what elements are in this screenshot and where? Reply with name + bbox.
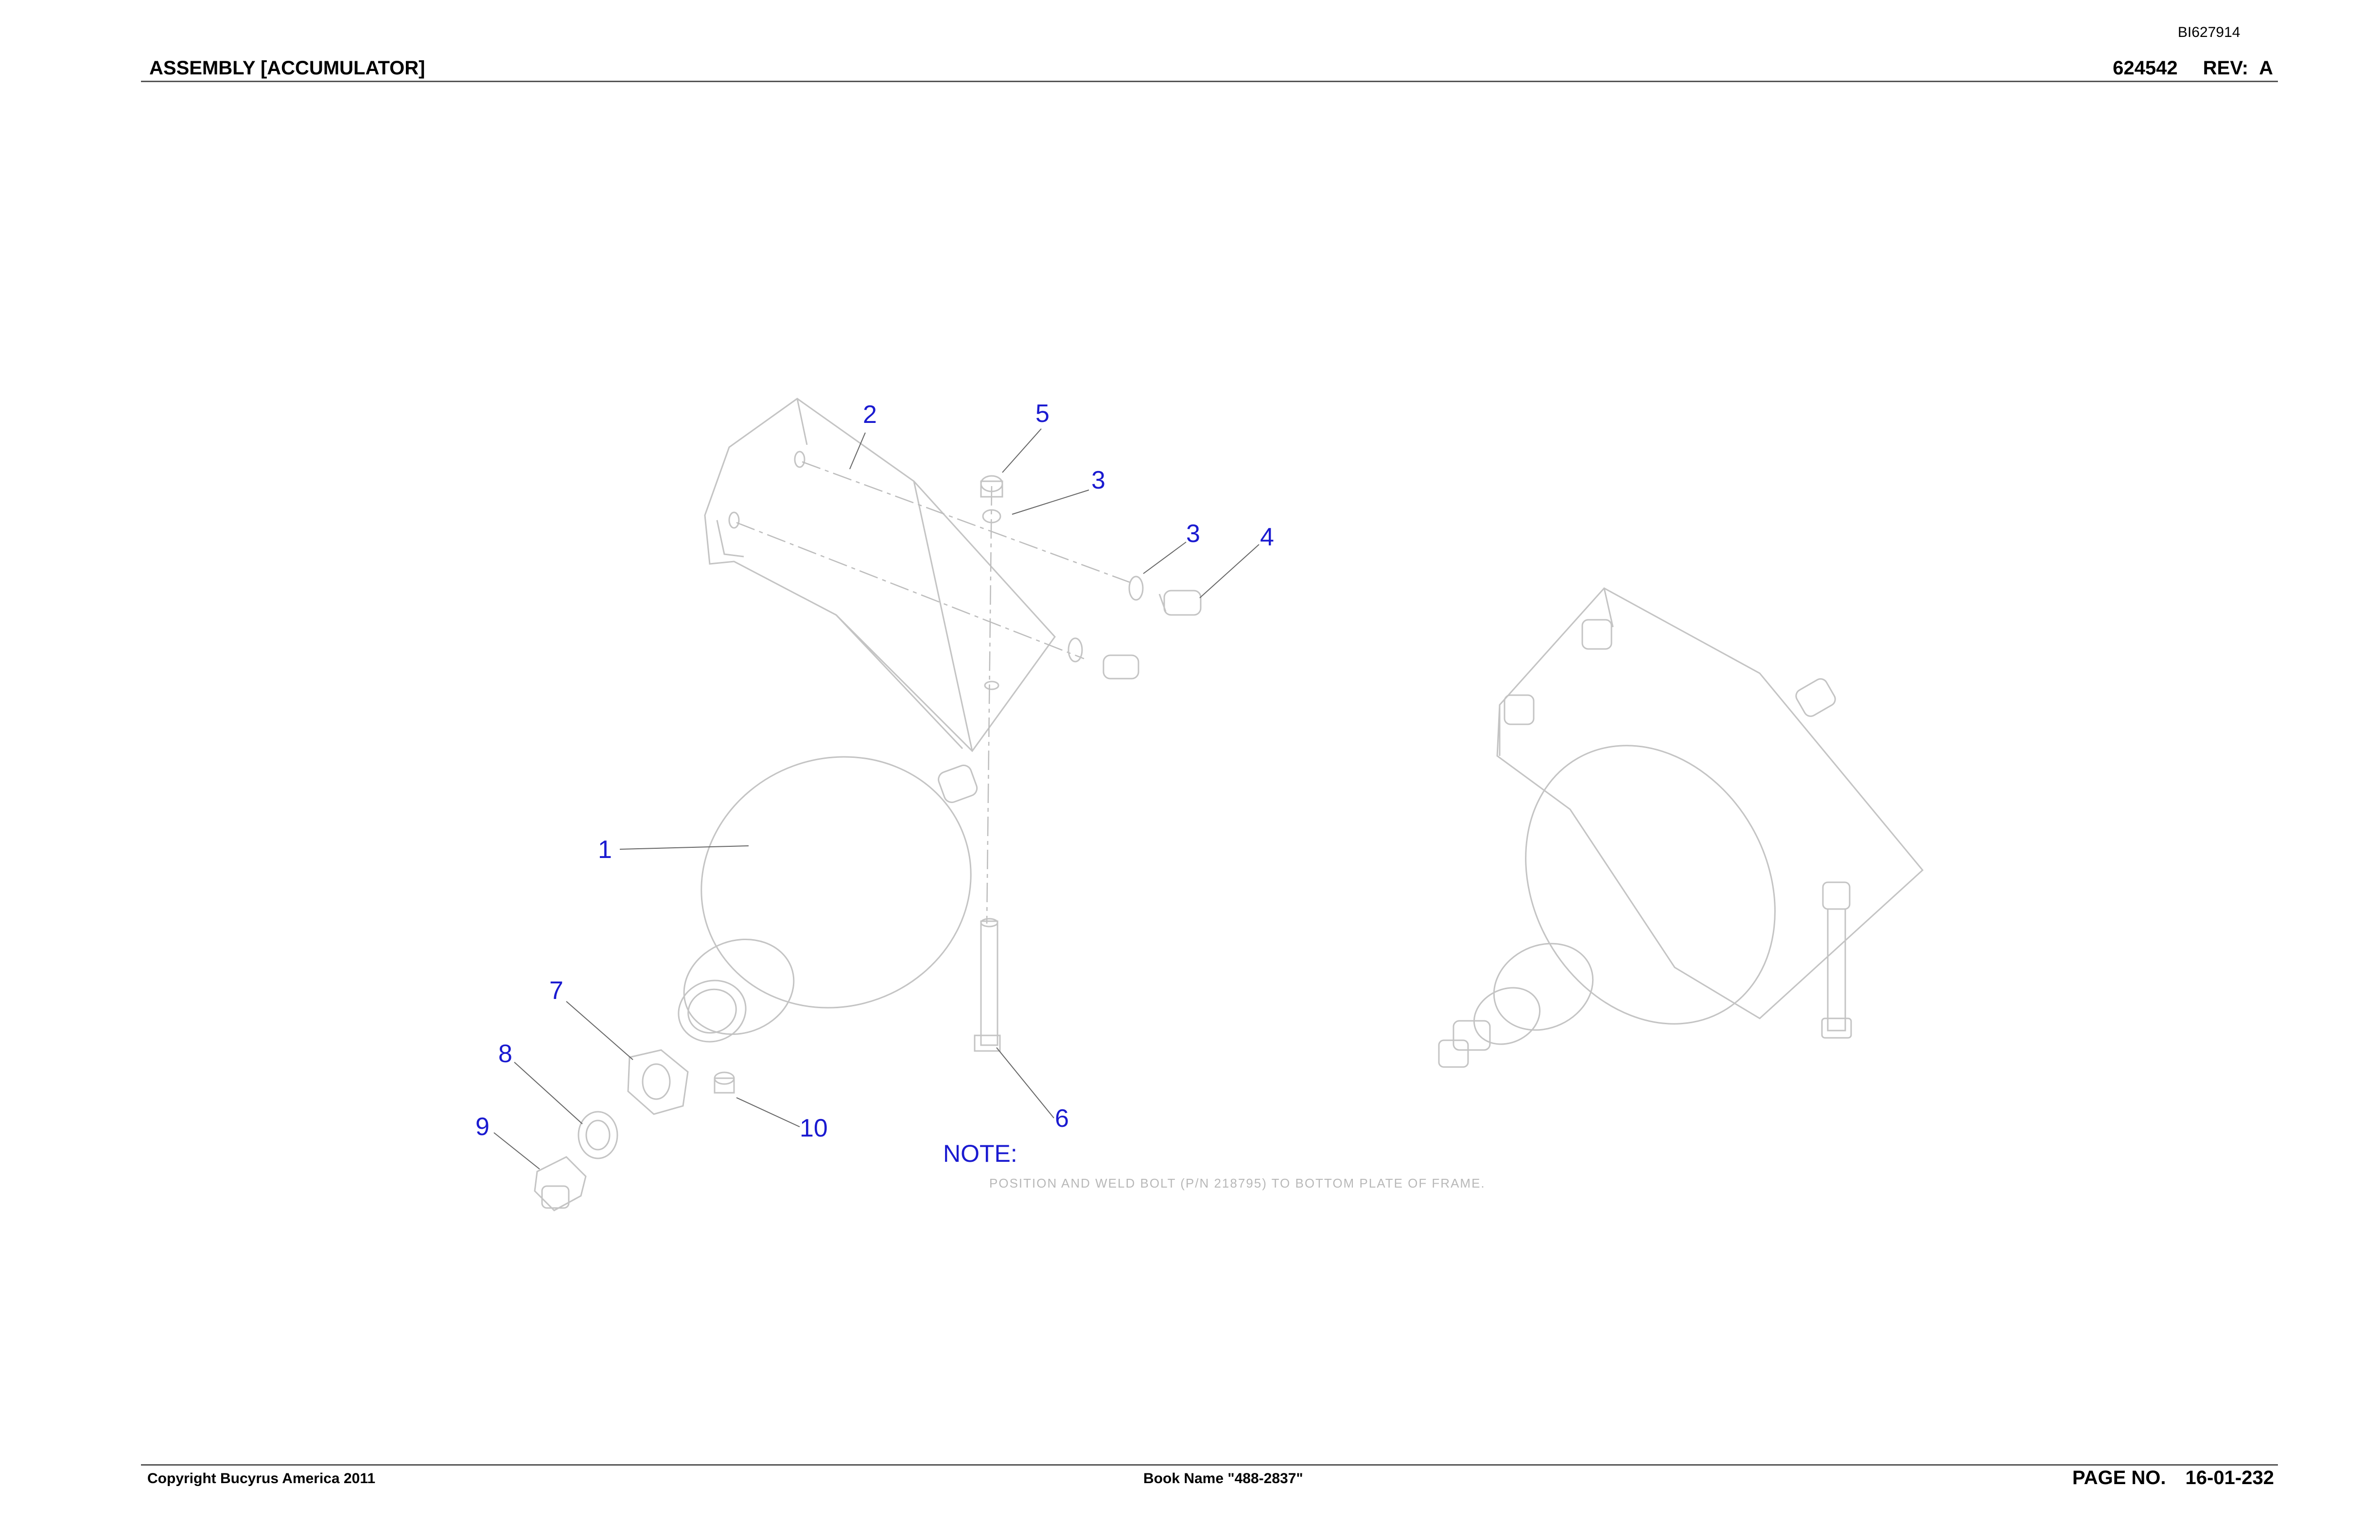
- callout-6: 6: [1055, 1104, 1069, 1133]
- copyright: Copyright Bucyrus America 2011: [147, 1470, 376, 1487]
- accumulator-body: [678, 756, 978, 1043]
- callout-3-upper: 3: [1091, 466, 1105, 494]
- header-rule: [141, 81, 2278, 82]
- callout-2: 2: [863, 401, 877, 429]
- callout-5: 5: [1035, 400, 1050, 428]
- fitting-parts: [534, 1049, 735, 1211]
- page-number: 16-01-232: [2185, 1467, 2274, 1488]
- note-text: POSITION AND WELD BOLT (P/N 218795) TO B…: [989, 1176, 1486, 1190]
- part-number: 624542: [2113, 57, 2178, 79]
- page-label: PAGE NO.: [2072, 1467, 2166, 1488]
- assembled-view: [1438, 587, 1924, 1068]
- callout-10: 10: [800, 1114, 828, 1142]
- callout-7: 7: [549, 977, 563, 1005]
- callout-9: 9: [475, 1113, 490, 1141]
- page-title: ASSEMBLY [ACCUMULATOR]: [149, 57, 425, 79]
- book-name: Book Name "488-2837": [1143, 1470, 1303, 1487]
- callout-1: 1: [598, 836, 612, 864]
- bolt-washer-parts: [974, 475, 1202, 1052]
- part-rev-block: 624542 REV: A: [2113, 57, 2273, 79]
- leader-lines: [493, 428, 1260, 1170]
- rev-label: REV:: [2203, 57, 2249, 79]
- callout-3-lower: 3: [1186, 520, 1200, 548]
- page-number-block: PAGE NO. 16-01-232: [2072, 1467, 2274, 1489]
- callout-4: 4: [1260, 523, 1274, 551]
- callout-8: 8: [498, 1040, 512, 1068]
- footer-rule: [141, 1464, 2278, 1466]
- center-lines: [736, 461, 1133, 924]
- drawing-id: BI627914: [2178, 24, 2240, 40]
- mounting-bracket: [704, 398, 1056, 752]
- callouts: 1 2 3 3 4 5 6 7 8 9 10: [475, 400, 1274, 1142]
- revision: REV: A: [2203, 57, 2273, 79]
- note-title: NOTE:: [943, 1140, 1017, 1167]
- rev-value: A: [2259, 57, 2273, 79]
